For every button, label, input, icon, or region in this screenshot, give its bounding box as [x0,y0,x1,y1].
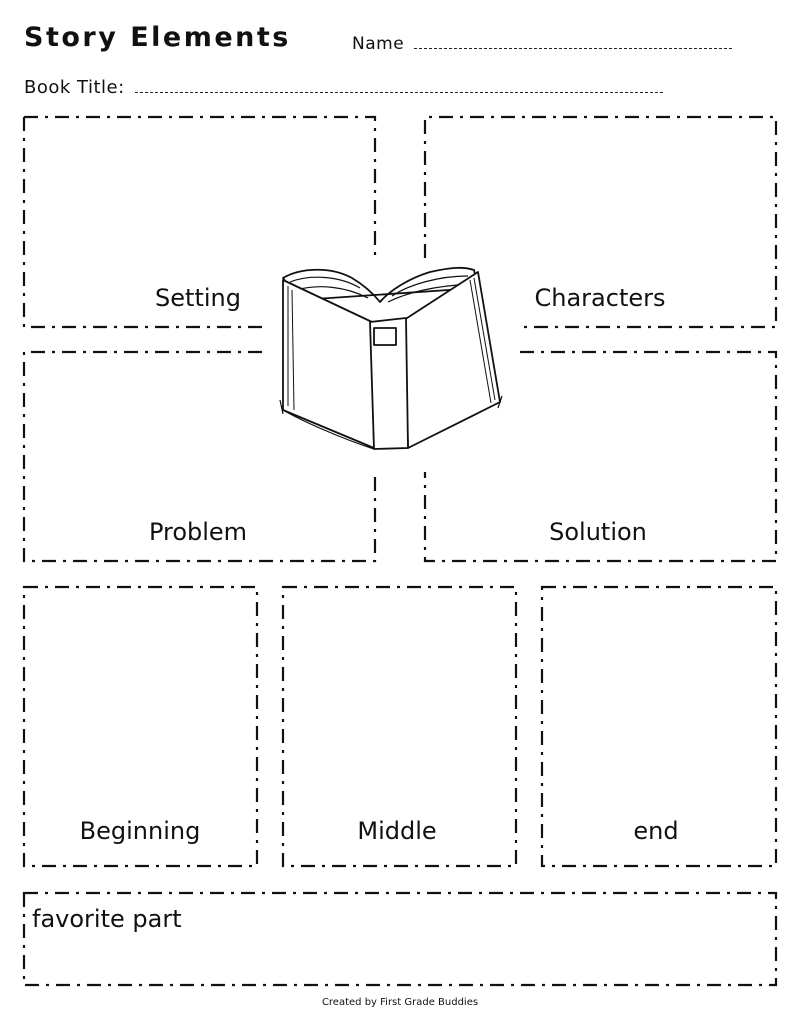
beginning-box [22,585,259,868]
credit-text: Created by First Grade Buddies [321,997,479,1008]
page-title: Story Elements [24,22,291,53]
open-book-icon [279,266,503,450]
middle-box [281,585,518,868]
setting-box-top [24,115,377,258]
setting-label: Setting [155,284,241,312]
book-title-field[interactable]: Book Title: [24,77,663,98]
solution-box [423,350,778,563]
end-box [540,585,778,868]
beginning-label: Beginning [79,817,201,845]
characters-box [423,115,778,329]
name-label: Name [352,34,405,54]
name-blank[interactable] [414,34,733,49]
characters-label: Characters [534,284,666,312]
middle-label: Middle [357,817,437,845]
problem-box [22,350,377,563]
favorite-box [22,891,778,987]
problem-label: Problem [148,518,248,546]
end-label: end [633,817,679,845]
setting-box-bottom [22,117,268,329]
favorite-part-label: favorite part [32,905,182,933]
solution-label: Solution [549,518,647,546]
name-field[interactable]: Name [352,34,733,54]
book-title-label: Book Title: [24,77,125,98]
book-title-blank[interactable] [134,78,663,93]
